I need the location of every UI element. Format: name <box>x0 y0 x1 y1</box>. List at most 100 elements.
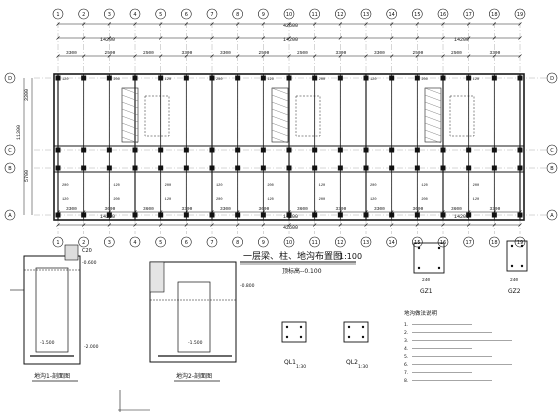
axis-label: 14 <box>388 12 394 18</box>
detail-section-a: C20 -0.600 -1.500 -2.000 地沟1-剖面图 <box>10 244 99 382</box>
axis-bubble-top <box>181 8 192 20</box>
beam-mark: 120 <box>216 184 222 188</box>
beam-mark: 200 <box>473 184 479 188</box>
axis-bubble-top <box>309 8 320 20</box>
axis-label: 18 <box>491 12 497 18</box>
note-line: 1. <box>404 322 408 328</box>
axis-label: 14 <box>388 240 394 246</box>
section-a-level-1: -0.600 <box>82 260 97 266</box>
note-line: 3. <box>404 338 408 344</box>
dim-top-bay: 3300 <box>220 50 231 56</box>
axis-bubble-top <box>360 8 372 20</box>
axis-bubble-bottom <box>514 236 526 248</box>
beam-mark: 200 <box>370 184 376 188</box>
axis-label: 15 <box>414 12 420 18</box>
axis-letter: A <box>8 213 12 219</box>
plan-title-block: 一层梁、柱、地沟布置图 1:100 顶标高--0.100 <box>240 250 362 275</box>
axis-bubble-bottom <box>463 236 474 248</box>
note-line: 2. <box>404 330 408 336</box>
axis-bubble-top <box>258 8 269 20</box>
section-a-level-3: -2.000 <box>84 344 99 350</box>
axis-bubble-right <box>546 162 558 174</box>
beam-mark: 120 <box>165 198 171 202</box>
dim-bottom-bay: 3600 <box>105 206 116 212</box>
detail-column-gz2: 240 GZ2 <box>506 240 528 295</box>
dim-left-3: 11300 <box>16 125 22 140</box>
axis-label: 19 <box>517 12 523 18</box>
dim-left-2: 5700 <box>24 170 30 182</box>
axis-bubble-left <box>4 209 16 221</box>
axis-bubble-top <box>463 8 474 20</box>
axis-bubble-top <box>335 8 346 20</box>
dim-top-bay: 2500 <box>413 50 424 56</box>
beam-mark: 120 <box>473 78 479 82</box>
dim-group-bottom-3: 14200 <box>454 214 469 220</box>
axis-bubble-bottom <box>232 236 243 248</box>
dim-top-bay: 3300 <box>336 50 347 56</box>
beam-mark: 200 <box>267 184 273 188</box>
notes-block: 地沟做法说明 1.2.3.4.5.6.7.8. <box>404 309 512 384</box>
gz2-label: GZ2 <box>508 288 521 295</box>
plan-scale: 1:100 <box>339 252 362 261</box>
beam-mark: 200 <box>421 198 427 202</box>
gz2-dim: 240 <box>510 277 518 283</box>
beam-mark: 200 <box>216 78 222 82</box>
axis-label: 10 <box>286 12 292 18</box>
axis-letter: C <box>550 148 554 154</box>
gz1-label: GZ1 <box>420 288 433 295</box>
beam-mark: 120 <box>473 198 479 202</box>
axis-label: 1 <box>56 12 59 18</box>
axis-letter: A <box>550 213 554 219</box>
axis-label: 3 <box>108 12 111 18</box>
axis-label: 5 <box>159 240 162 246</box>
note-line: 4. <box>404 346 408 352</box>
axis-letter: D <box>8 76 12 82</box>
beam-mark: 200 <box>113 198 119 202</box>
axis-letter: C <box>8 148 12 154</box>
axis-label: 11 <box>311 240 317 246</box>
beam2-scale: 1:30 <box>358 364 368 370</box>
axis-bubble-right <box>546 209 558 221</box>
note-line: 6. <box>404 362 408 368</box>
beam-mark: 120 <box>267 78 273 82</box>
axis-bubble-top <box>52 8 64 20</box>
axis-label: 13 <box>363 12 369 18</box>
dim-bottom-bay: 3600 <box>297 206 308 212</box>
dim-bottom-bay: 3300 <box>336 206 347 212</box>
axis-bubble-top <box>437 8 449 20</box>
axis-label: 4 <box>133 240 136 246</box>
axis-bubble-bottom <box>52 236 64 248</box>
axis-label: 9 <box>262 12 265 18</box>
beam-mark: 200 <box>216 198 222 202</box>
dim-left-1: 3300 <box>24 89 30 101</box>
section-a-label: 地沟1-剖面图 <box>34 372 70 380</box>
axis-bubble-top <box>129 8 141 20</box>
axis-label: 8 <box>236 12 239 18</box>
dim-bottom-bay: 3600 <box>259 206 270 212</box>
dim-total-bottom: 42600 <box>283 225 298 231</box>
axis-label: 11 <box>311 12 317 18</box>
axis-bubble-bottom <box>360 236 372 248</box>
axis-bubble-top <box>155 8 166 20</box>
axis-letter: D <box>550 76 554 82</box>
dim-bottom-bay: 3300 <box>490 206 501 212</box>
axis-label: 3 <box>108 240 111 246</box>
dim-top-bay: 3300 <box>66 50 77 56</box>
axis-bubble-top <box>489 8 500 20</box>
axis-bubble-right <box>546 144 558 156</box>
axis-label: 13 <box>363 240 369 246</box>
beam1-scale: 1:30 <box>296 364 306 370</box>
axis-label: 2 <box>82 12 85 18</box>
beam1-label: QL1 <box>284 359 296 366</box>
axis-bubble-left <box>4 162 16 174</box>
axis-bubble-bottom <box>258 236 269 248</box>
axis-label: 10 <box>286 240 292 246</box>
axis-bubble-top <box>283 8 295 20</box>
beam-mark: 200 <box>319 198 325 202</box>
beam-mark: 120 <box>62 78 68 82</box>
beam-mark: 120 <box>370 78 376 82</box>
plan-subtitle: 顶标高--0.100 <box>282 267 322 275</box>
detail-section-b: -0.800 -1.500 地沟2-剖面图 <box>149 261 255 382</box>
axis-bubble-top <box>232 8 243 20</box>
